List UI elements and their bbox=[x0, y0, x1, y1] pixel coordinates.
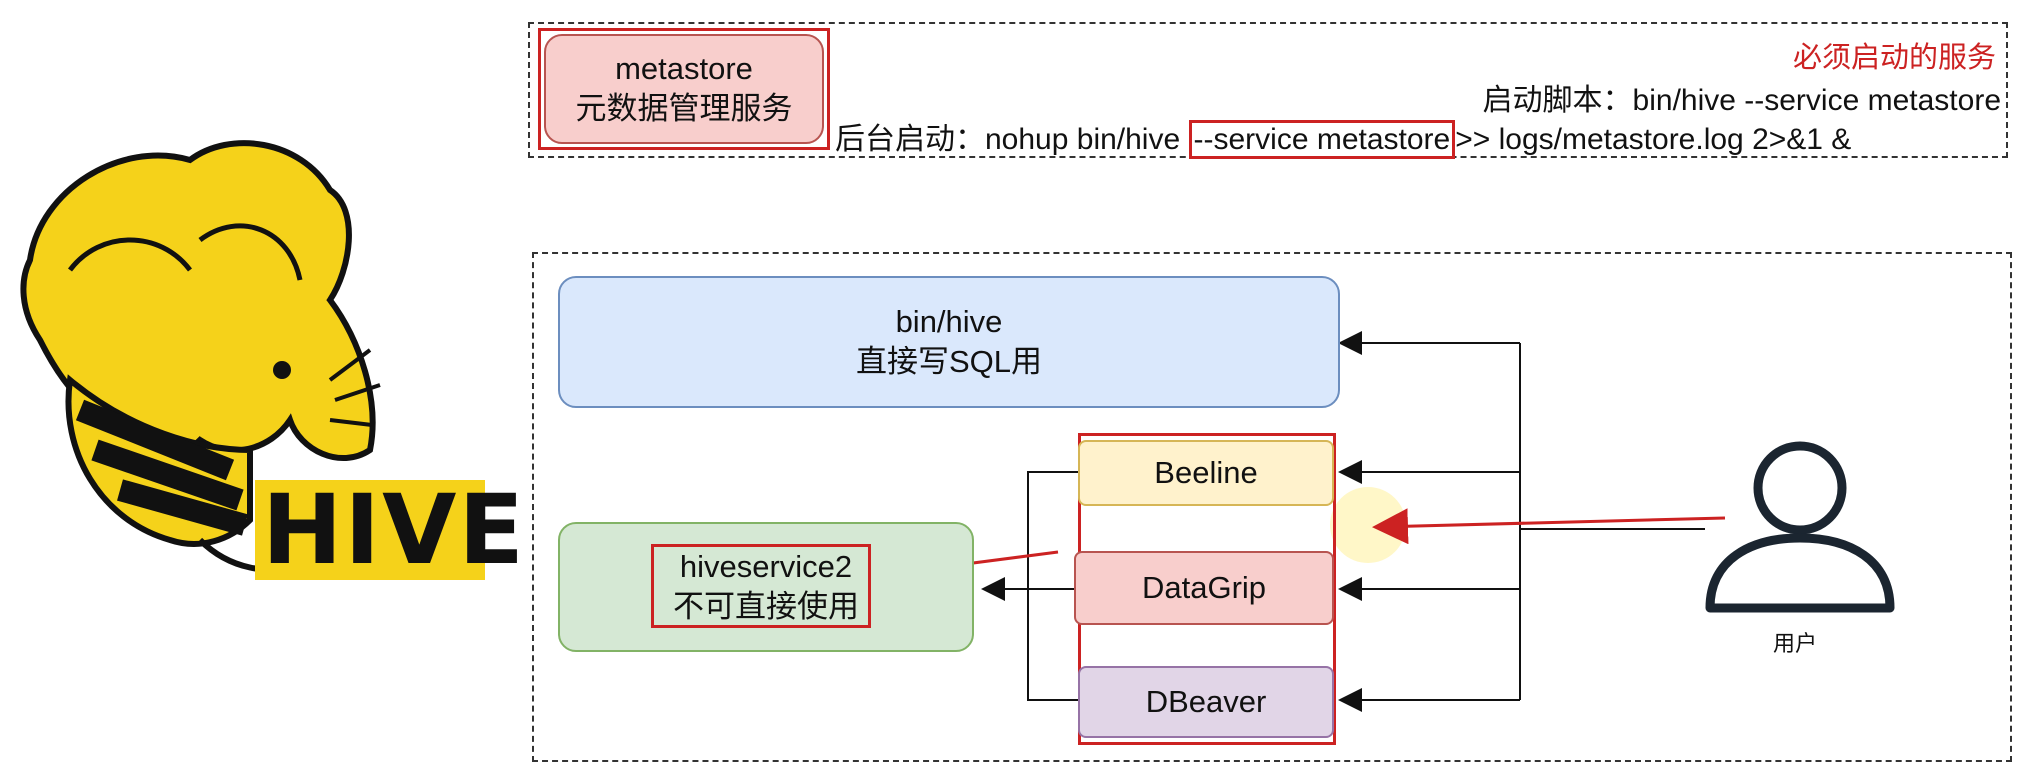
datagrip-box: DataGrip bbox=[1074, 551, 1334, 625]
beeline-box: Beeline bbox=[1078, 440, 1334, 506]
user-icon bbox=[1705, 441, 1895, 613]
hive-logo-wordmark bbox=[255, 480, 485, 580]
metastore-box: metastore 元数据管理服务 bbox=[544, 34, 824, 144]
hive-cli-subtitle: 直接写SQL用 bbox=[855, 344, 1043, 379]
connector-lines bbox=[882, 331, 1726, 712]
metastore-box-subtitle: 元数据管理服务 bbox=[575, 91, 793, 126]
metastore-box-title: metastore bbox=[615, 51, 753, 86]
metastore-box-highlight bbox=[538, 28, 830, 150]
dbeaver-box: DBeaver bbox=[1078, 666, 1334, 738]
user-label: 用户 bbox=[1773, 631, 1818, 656]
required-service-label: 必须启动的服务 bbox=[1792, 42, 1996, 74]
hive-logo-text: HIVE bbox=[262, 474, 526, 586]
hive-cli-title: bin/hive bbox=[895, 304, 1003, 339]
hiveserver2-subtitle: 不可直接使用 bbox=[673, 589, 859, 624]
datagrip-label: DataGrip bbox=[1141, 570, 1267, 605]
start-script-text: 启动脚本：bin/hive --service metastore bbox=[1482, 84, 2001, 117]
background-start-command: 后台启动：nohup bin/hive --service metastore>… bbox=[835, 114, 1852, 159]
bg-start-suffix: >> logs/metastore.log 2>&1 & bbox=[1455, 123, 1852, 156]
dbeaver-label: DBeaver bbox=[1145, 684, 1267, 719]
hiveserver2-title: hiveservice2 bbox=[679, 549, 853, 584]
metastore-panel bbox=[528, 22, 2008, 158]
hive-logo-graphic bbox=[20, 140, 381, 573]
hiveserver2-box: hiveservice2 不可直接使用 bbox=[558, 522, 974, 652]
hiveserver2-highlight bbox=[651, 544, 871, 628]
bg-start-highlight: --service metastore bbox=[1188, 120, 1456, 159]
bg-start-prefix: 后台启动：nohup bin/hive bbox=[835, 123, 1189, 156]
hive-cli-box: bin/hive 直接写SQL用 bbox=[558, 276, 1340, 408]
hive-logo: HIVE bbox=[0, 120, 524, 610]
beeline-label: Beeline bbox=[1154, 455, 1258, 490]
